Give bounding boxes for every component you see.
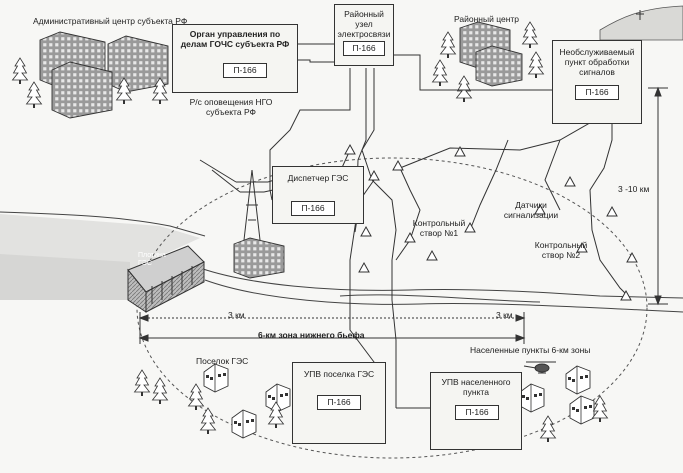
unattended-device: П-166 [575, 85, 619, 100]
gochs-organ-label: Орган управления по делам ГОЧС субъекта … [180, 29, 290, 49]
unattended-point-label: Необслуживаемый пункт обработки сигналов [559, 47, 635, 77]
unattended-point-box: Необслуживаемый пункт обработки сигналов… [552, 40, 642, 124]
distance-vertical-label: 3 -10 км [618, 184, 650, 194]
telecom-device: П-166 [343, 41, 385, 56]
district-telecom-box: Районный узел электросвязи П-166 [334, 4, 394, 66]
dispatcher-building [233, 237, 285, 279]
distance-3km-left: 3 км [228, 310, 245, 320]
horizontal-distance-arrows [138, 312, 526, 344]
tailwater-zone-label: 6-км зона нижнего бьефа [258, 330, 365, 340]
upv-settlement-box: УПВ населенного пункта П-166 [430, 372, 522, 450]
upv-village-box: УПВ поселка ГЭС П-166 [292, 362, 386, 444]
upv-settlement-label: УПВ населенного пункта [441, 377, 511, 397]
sensor-triangles [344, 144, 638, 301]
upv-village-label: УПВ поселка ГЭС [303, 369, 375, 379]
dispatcher-label: Диспетчер ГЭС [287, 173, 349, 183]
helicopter [523, 361, 556, 374]
vertical-distance-arrow [648, 86, 668, 306]
dispatcher-box: Диспетчер ГЭС П-166 [272, 166, 364, 224]
admin-center-buildings [39, 31, 169, 119]
upv-village-device: П-166 [317, 395, 361, 410]
district-telecom-label: Районный узел электросвязи [337, 9, 391, 39]
gochs-organ-box: Орган управления по делам ГОЧС субъекта … [172, 24, 298, 93]
control-section-1-label: Контрольный створ №1 [412, 218, 466, 238]
district-center-label: Районный центр [454, 14, 520, 24]
gochs-device: П-166 [223, 63, 267, 78]
hill [599, 5, 683, 41]
distance-3km-right: 3 км [496, 310, 513, 320]
dispatcher-device: П-166 [291, 201, 335, 216]
radio-alert-label: Р/с оповещения НГО субъекта РФ [189, 97, 273, 117]
settlements-label: Населенные пункты 6-км зоны [470, 345, 591, 355]
upv-settlement-device: П-166 [455, 405, 499, 420]
dam-label: Плотина ГЭС [138, 252, 166, 267]
control-section-2-label: Контрольный створ №2 [534, 240, 588, 260]
district-center-buildings [459, 21, 523, 87]
power-tower [199, 159, 301, 241]
hpp-village-label: Поселок ГЭС [196, 356, 249, 366]
admin-center-label: Административный центр субъекта РФ [33, 16, 188, 26]
tailwater-zone-ellipse [136, 157, 648, 459]
dam-graphic [127, 245, 205, 313]
sensors-label: Датчики сигнализации [503, 200, 559, 220]
village-houses [203, 363, 595, 439]
